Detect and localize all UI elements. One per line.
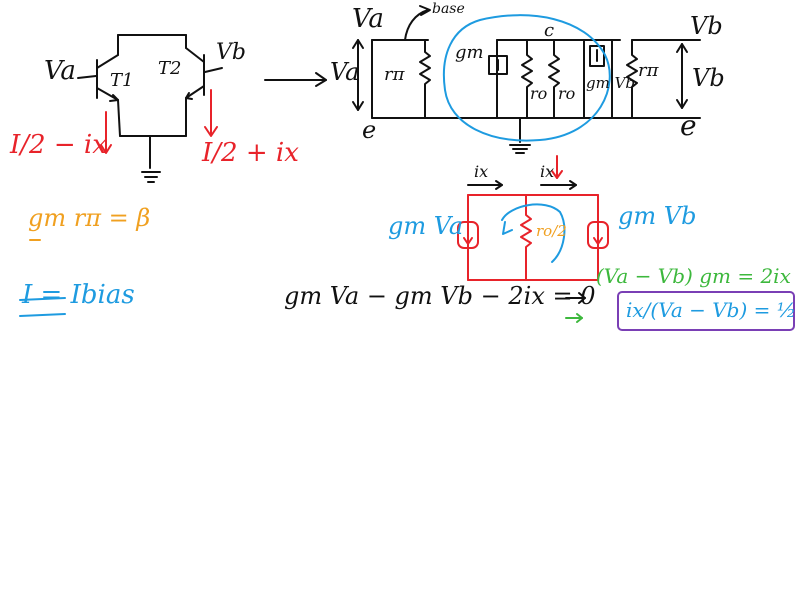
- r-pi-left-label: rπ: [384, 64, 405, 85]
- beta-equation: gm rπ = β: [28, 204, 151, 232]
- bias-current-left: I/2 − ix: [10, 130, 107, 160]
- va-label-model-top: Va: [352, 4, 384, 34]
- emitter-label-left: e: [362, 116, 377, 144]
- t1-label: T1: [110, 70, 134, 91]
- vb-label-model-top: Vb: [690, 12, 723, 40]
- ro-half-label: ro/2: [536, 222, 567, 240]
- collector-label: c: [544, 20, 555, 41]
- t2-label: T2: [158, 58, 182, 79]
- r-pi-right-label: rπ: [638, 60, 659, 81]
- vb-label-left: Vb: [216, 40, 246, 65]
- vb-label-model-side: Vb: [692, 64, 725, 92]
- gm-vb-source-label: gm Vb: [586, 74, 636, 92]
- ro-label-2: ro: [558, 84, 576, 103]
- emitter-label-right: e: [680, 109, 697, 142]
- gm-va-label: gm Va: [388, 212, 464, 240]
- ro-label-1: ro: [530, 84, 548, 103]
- gm-source-label: gm: [455, 42, 484, 63]
- bias-current-right: I/2 + ix: [202, 138, 299, 168]
- green-equation: (Va − Vb) gm = 2ix: [596, 264, 791, 288]
- base-label: base: [432, 1, 465, 17]
- boxed-transconductance-equation: ix/(Va − Vb) = ½ gm: [626, 298, 800, 322]
- va-label-model-side: Va: [330, 58, 360, 86]
- ix-label-2: ix: [540, 162, 555, 181]
- ix-label-1: ix: [474, 162, 489, 181]
- bias-equation: I = Ibias: [22, 280, 135, 310]
- gm-vb-circuit-label: gm Vb: [618, 202, 697, 230]
- kcl-equation: gm Va − gm Vb − 2ix = 0: [284, 282, 596, 310]
- va-label-left: Va: [44, 56, 76, 86]
